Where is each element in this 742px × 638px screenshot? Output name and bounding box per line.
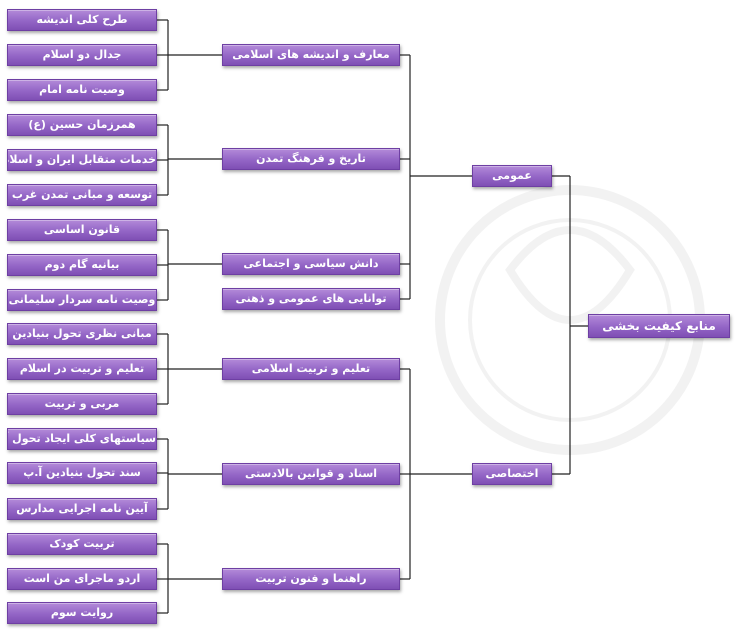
leaf-node: بیانیه گام دوم <box>7 254 157 276</box>
leaf-node: مربی و تربیت <box>7 393 157 415</box>
leaf-node: وصیت نامه امام <box>7 79 157 101</box>
group-node-history-culture: تاریخ و فرهنگ تمدن <box>222 148 400 170</box>
leaf-node: تعلیم و تربیت در اسلام <box>7 358 157 380</box>
group-node-islamic-knowledge: معارف و اندیشه های اسلامی <box>222 44 400 66</box>
group-node-political-social: دانش سیاسی و اجتماعی <box>222 253 400 275</box>
group-node-islamic-education: تعلیم و تربیت اسلامی <box>222 358 400 380</box>
leaf-node: همرزمان حسین (ع) <box>7 114 157 136</box>
group-node-upstream-documents: اسناد و قوانین بالادستی <box>222 463 400 485</box>
leaf-node: طرح کلی اندیشه <box>7 9 157 31</box>
leaf-node: توسعه و مبانی تمدن غرب <box>7 184 157 206</box>
leaf-node: سند تحول بنیادین آ.پ <box>7 462 157 484</box>
leaf-node: روایت سوم <box>7 602 157 624</box>
leaf-node: قانون اساسی <box>7 219 157 241</box>
leaf-node: سیاستهای کلی ایجاد تحول آ.پ <box>7 428 157 450</box>
leaf-node: وصیت نامه سردار سلیمانی <box>7 289 157 311</box>
category-node-specialized: اختصاصی <box>472 463 552 485</box>
leaf-node: آیین نامه اجرایی مدارس <box>7 498 157 520</box>
category-node-general: عمومی <box>472 165 552 187</box>
group-node-general-abilities: توانایی های عمومی و ذهنی <box>222 288 400 310</box>
leaf-node: اردو ماجرای من است <box>7 568 157 590</box>
root-node: منابع کیفیت بخشی <box>588 314 730 338</box>
group-node-education-guide: راهنما و فنون تربیت <box>222 568 400 590</box>
leaf-node: خدمات متقابل ایران و اسلام <box>7 149 157 171</box>
leaf-node: تربیت کودک <box>7 533 157 555</box>
leaf-node: مبانی نظری تحول بنیادین <box>7 323 157 345</box>
leaf-node: جدال دو اسلام <box>7 44 157 66</box>
